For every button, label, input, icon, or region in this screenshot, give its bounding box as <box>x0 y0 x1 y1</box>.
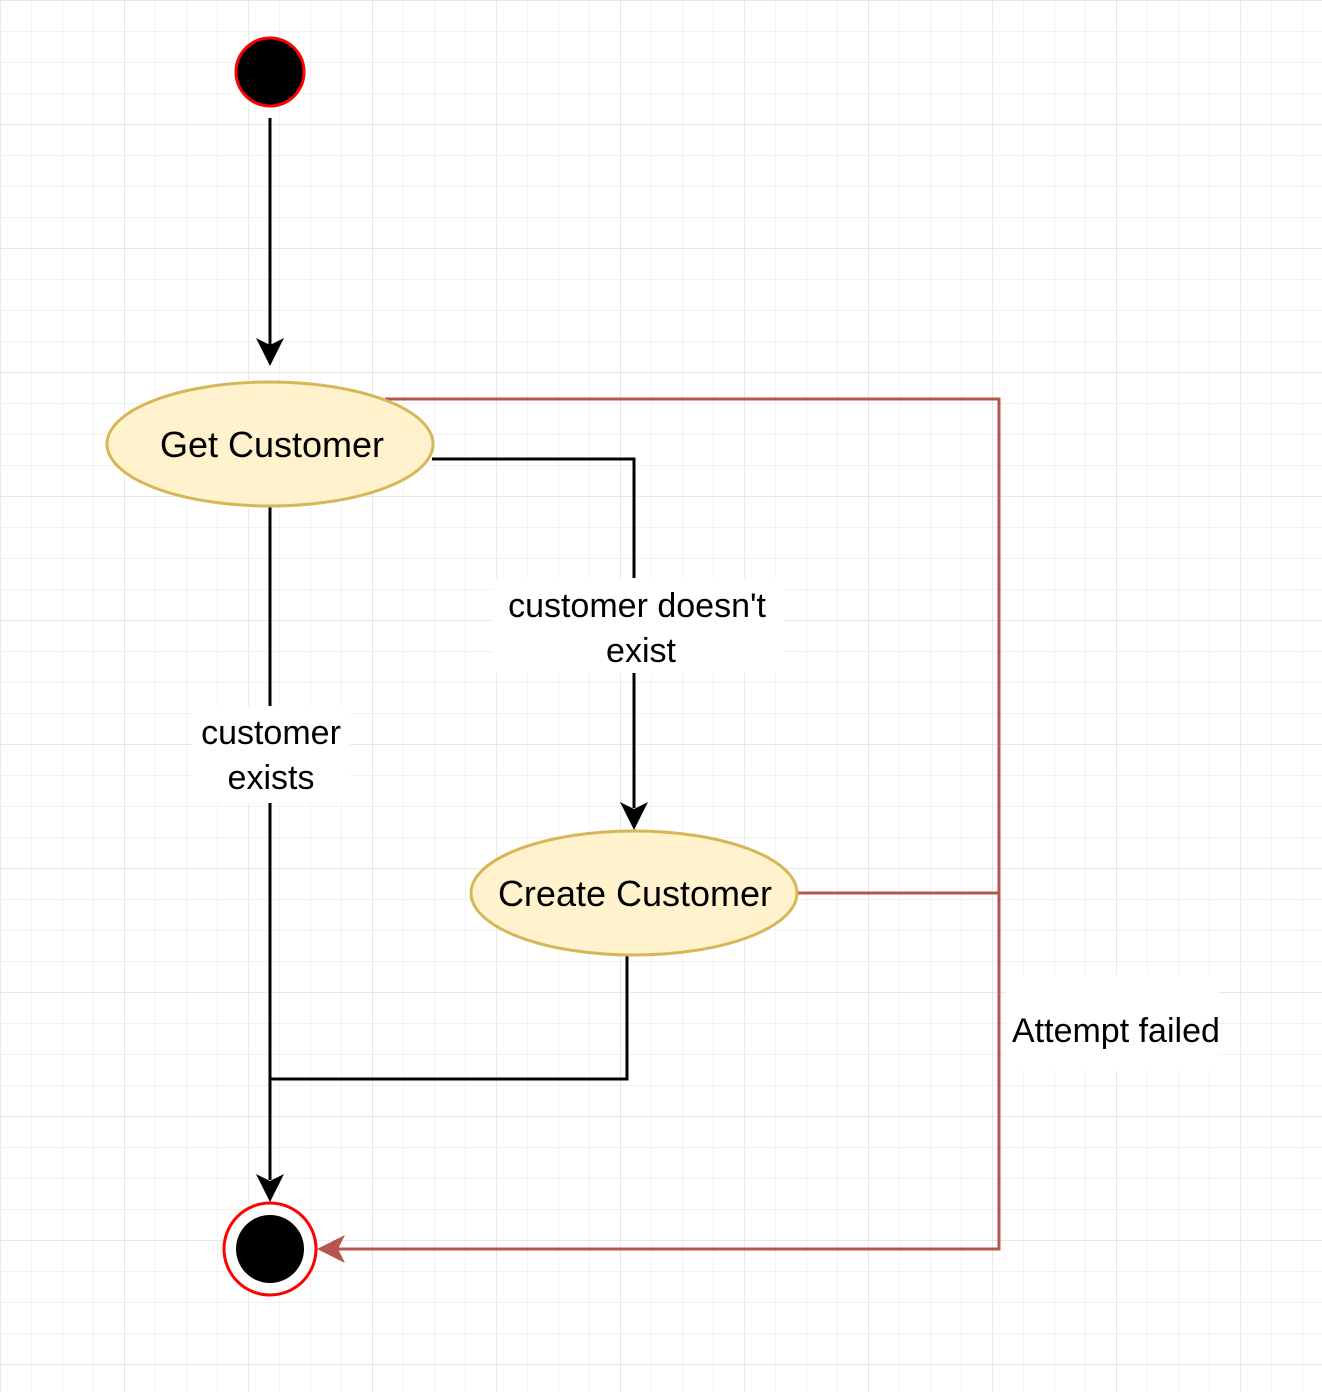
activity-label: Get Customer <box>160 424 384 465</box>
edge-attempt-failed[interactable] <box>317 397 1001 1263</box>
edge-label-line: exists <box>228 759 315 797</box>
edge-label-text: Attempt failed <box>1012 1012 1220 1050</box>
edge-label-customer-doesnt-exist: customer doesn't exist <box>492 578 784 673</box>
edge-create-to-end[interactable] <box>270 956 629 1081</box>
arrowhead-icon <box>620 802 648 830</box>
final-state[interactable] <box>222 1201 318 1297</box>
edge-customer-doesnt-exist[interactable] <box>432 457 648 830</box>
arrowhead-icon <box>256 1174 284 1202</box>
activity-get-customer[interactable]: Get Customer <box>105 380 435 508</box>
initial-state[interactable] <box>234 36 306 108</box>
activity-label: Create Customer <box>498 873 772 914</box>
edge-label-attempt-failed: Attempt failed <box>1006 975 1220 1071</box>
edge-customer-exists[interactable] <box>256 506 284 1202</box>
arrowhead-icon <box>256 338 284 366</box>
edge-label-customer-exists: customer exists <box>192 706 350 803</box>
arrowhead-icon <box>317 1235 345 1263</box>
edge-start-to-get-customer[interactable] <box>256 118 284 366</box>
activity-create-customer[interactable]: Create Customer <box>469 829 799 957</box>
edge-label-line: customer doesn't <box>508 587 766 625</box>
edge-label-line: customer <box>201 714 341 752</box>
edge-label-line: exist <box>606 632 676 670</box>
